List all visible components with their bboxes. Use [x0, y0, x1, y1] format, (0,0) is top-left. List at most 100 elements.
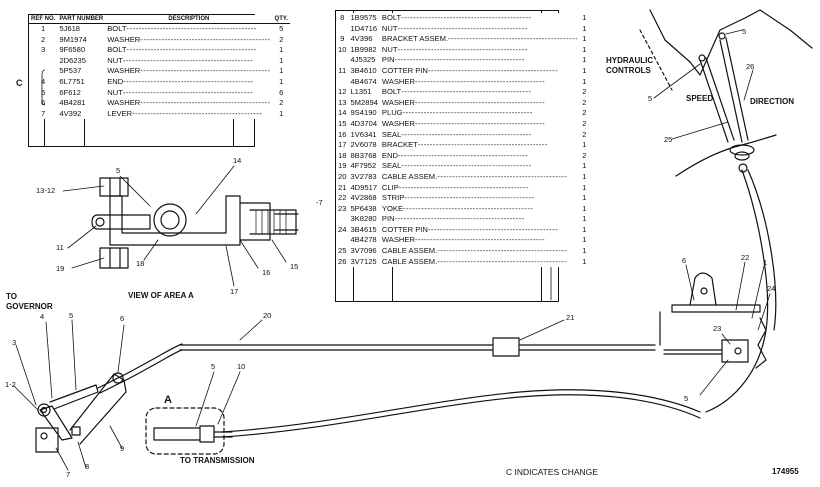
part-number-cell: 4V392: [59, 108, 82, 118]
lever-nut-lower: [738, 163, 748, 173]
ref-no-cell: 22: [338, 193, 347, 203]
description-dash-leader: ----------------------------------------…: [126, 45, 257, 55]
callout-10: 10: [237, 362, 246, 371]
direction-lever: [719, 37, 749, 143]
area-a-outline: [145, 407, 225, 455]
callout-17: 17: [230, 287, 239, 296]
description-cell: PIN-------------------------------------…: [381, 55, 525, 65]
callout-6: 6: [120, 314, 125, 323]
cable-hydraulic-2: [747, 169, 777, 331]
description-dash-leader: ----------------------------------------…: [401, 161, 532, 171]
part-number-cell: 4F7952: [350, 161, 377, 171]
description-dash-leader: ----------------------------------------…: [401, 13, 532, 22]
to-transmission-label: TO TRANSMISSION: [180, 456, 255, 465]
callout-11: 11: [56, 243, 64, 252]
part-number-cell: 3V2783: [350, 171, 377, 181]
description-dash-leader: ----------------------------------------…: [437, 171, 568, 181]
speed-label: SPEED: [686, 94, 714, 103]
part-number-cell: 4B4674: [350, 76, 377, 86]
ref-no-cell: 16: [338, 129, 347, 139]
qty-cell: 1: [582, 34, 587, 44]
side-mark: -7: [316, 198, 323, 207]
cable-lower-run-2: [221, 394, 701, 438]
description-cell: CLIP------------------------------------…: [381, 182, 530, 192]
ref-no-cell: [336, 77, 348, 88]
ref-no-cell: 1: [41, 24, 46, 33]
qty-cell: 2: [279, 98, 284, 108]
qty-cell: 1: [279, 108, 284, 118]
qty-cell: 1: [582, 256, 587, 266]
qty-cell: 2: [582, 87, 587, 97]
description-cell: BOLT------------------------------------…: [107, 24, 257, 33]
ref-no-cell: 15: [338, 118, 347, 128]
bracket-ear: [689, 272, 717, 306]
description-cell: PIN-------------------------------------…: [381, 214, 525, 224]
rod-end: [49, 384, 99, 410]
callout-5-governor: 5: [69, 311, 74, 320]
ref-no-cell: 5: [41, 87, 46, 97]
description-dash-leader: ----------------------------------------…: [414, 118, 546, 128]
part-number-cell: 2D6235: [59, 55, 86, 65]
bracket-17: [109, 195, 241, 246]
bracket-9: [69, 373, 127, 445]
part-number-cell: 4V396: [350, 34, 373, 44]
description-dash-leader: ----------------------------------------…: [401, 87, 532, 97]
description-dash-leader: ----------------------------------------…: [123, 76, 254, 86]
ref-no-cell: 8: [340, 13, 345, 22]
description-cell: CABLE ASSEM.----------------------------…: [381, 171, 568, 181]
description-cell: NUT-------------------------------------…: [381, 44, 528, 54]
part-number-cell: 5P6438: [350, 203, 377, 213]
description-cell: BOLT------------------------------------…: [381, 87, 532, 97]
callout-22: 22: [741, 253, 750, 262]
qty-cell: 1: [582, 182, 587, 192]
bracket-hole: [700, 287, 708, 295]
part-number-cell: 4V2868: [350, 193, 377, 203]
trans-cable-stub: [213, 431, 233, 438]
ref-no-cell: 20: [338, 171, 347, 181]
ref-no-cell: 21: [338, 182, 347, 192]
description-cell: END-------------------------------------…: [107, 76, 254, 86]
part-number-cell: 9S4190: [350, 108, 377, 118]
bracket-body: [659, 311, 767, 369]
rod-pin: [95, 217, 105, 227]
part-number-cell: 6L7751: [59, 76, 85, 86]
qty-cell: 1: [582, 161, 587, 171]
ref-no-cell: 3: [41, 45, 46, 55]
panel-outline: [649, 9, 813, 76]
qty-cell: 2: [582, 97, 587, 107]
callout-1-bracket: 1: [763, 258, 768, 267]
qty-cell: 1: [279, 66, 284, 76]
bracket-assembly-right: [659, 261, 771, 396]
callout-18: 18: [136, 259, 145, 268]
cable-clip: [492, 337, 520, 357]
description-dash-leader: ----------------------------------------…: [417, 140, 549, 150]
description-dash-leader: ----------------------------------------…: [394, 214, 525, 224]
qty-cell: 2: [582, 129, 587, 139]
leader-lines-upper-right: [653, 29, 754, 140]
qty-cell: 1: [582, 224, 587, 234]
description-dash-leader: ----------------------------------------…: [404, 193, 535, 203]
callout-26: 26: [746, 62, 755, 71]
part-number-cell: 3V7125: [350, 256, 377, 266]
ref-no-cell: 2: [41, 34, 46, 44]
description-cell: BOLT------------------------------------…: [381, 13, 532, 22]
hydraulic-controls-label-line2: CONTROLS: [606, 66, 651, 75]
part-number-cell: 4J5325: [350, 55, 376, 65]
change-note-label: C INDICATES CHANGE: [506, 467, 598, 477]
ref-no-cell: 17: [338, 140, 347, 150]
qty-cell: 1: [582, 23, 587, 33]
lever-7: [39, 405, 73, 441]
part-number-cell: 2V6078: [350, 140, 377, 150]
governor-washer: [71, 426, 81, 436]
qty-cell: 1: [582, 193, 587, 203]
lever-pivot-inner: [734, 151, 750, 161]
description-cell: BRACKET ASSEM.--------------------------…: [381, 34, 579, 44]
